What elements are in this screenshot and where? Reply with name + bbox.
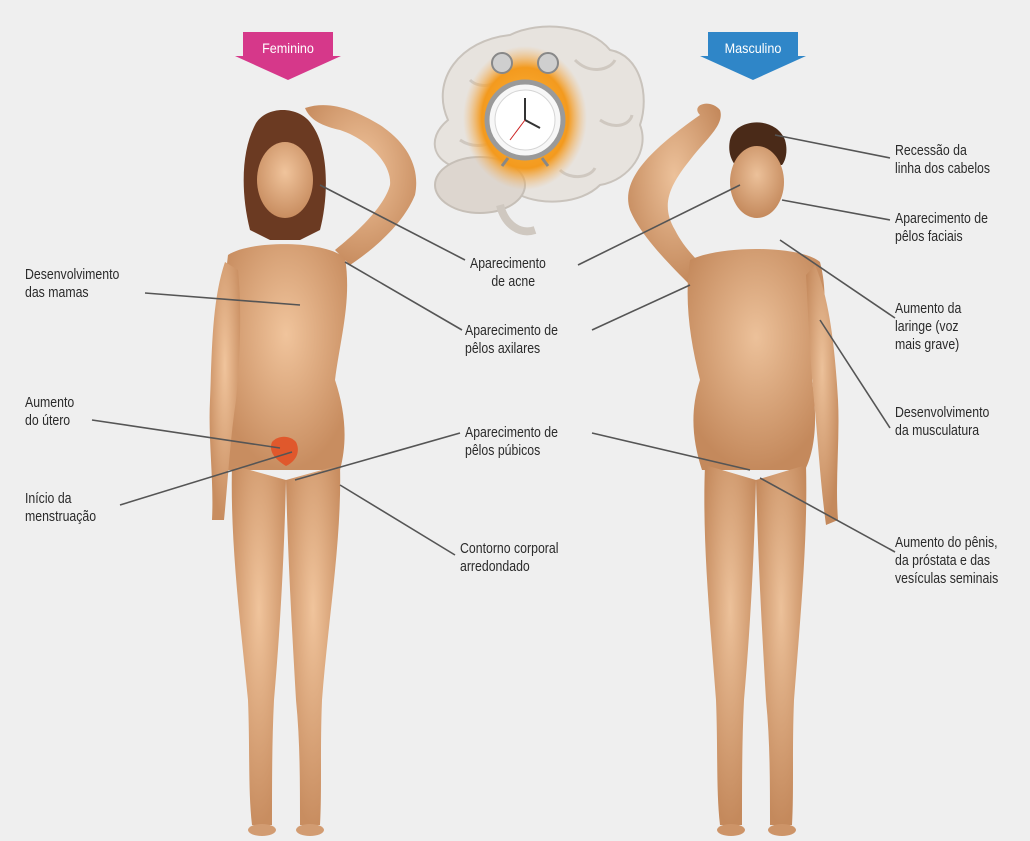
label-rounded-contour: Contorno corporal arredondado	[460, 540, 558, 576]
label-axillary-hair: Aparecimento de pêlos axilares	[465, 322, 558, 358]
label-hairline-recession: Recessão da linha dos cabelos	[895, 142, 990, 178]
label-acne: Aparecimento de acne	[470, 255, 546, 291]
label-larynx: Aumento da laringe (voz mais grave)	[895, 300, 961, 354]
down-arrow-icon	[233, 30, 343, 82]
label-menstruation-onset: Início da menstruação	[25, 490, 96, 526]
label-uterus-enlargement: Aumento do útero	[25, 394, 74, 430]
label-pubic-hair: Aparecimento de pêlos púbicos	[465, 424, 558, 460]
female-figure	[210, 105, 417, 836]
label-penis-prostate: Aumento do pênis, da próstata e das vesí…	[895, 534, 998, 588]
male-header-label: Masculino	[704, 40, 803, 56]
label-musculature: Desenvolvimento da musculatura	[895, 404, 989, 440]
male-header-arrow: Masculino	[698, 30, 808, 82]
down-arrow-icon	[698, 30, 808, 82]
label-facial-hair: Aparecimento de pêlos faciais	[895, 210, 988, 246]
female-header-arrow: Feminino	[233, 30, 343, 82]
female-header-label: Feminino	[239, 40, 338, 56]
male-figure	[628, 104, 838, 836]
label-breast-development: Desenvolvimento das mamas	[25, 266, 119, 302]
alarm-clock-icon	[463, 46, 587, 190]
